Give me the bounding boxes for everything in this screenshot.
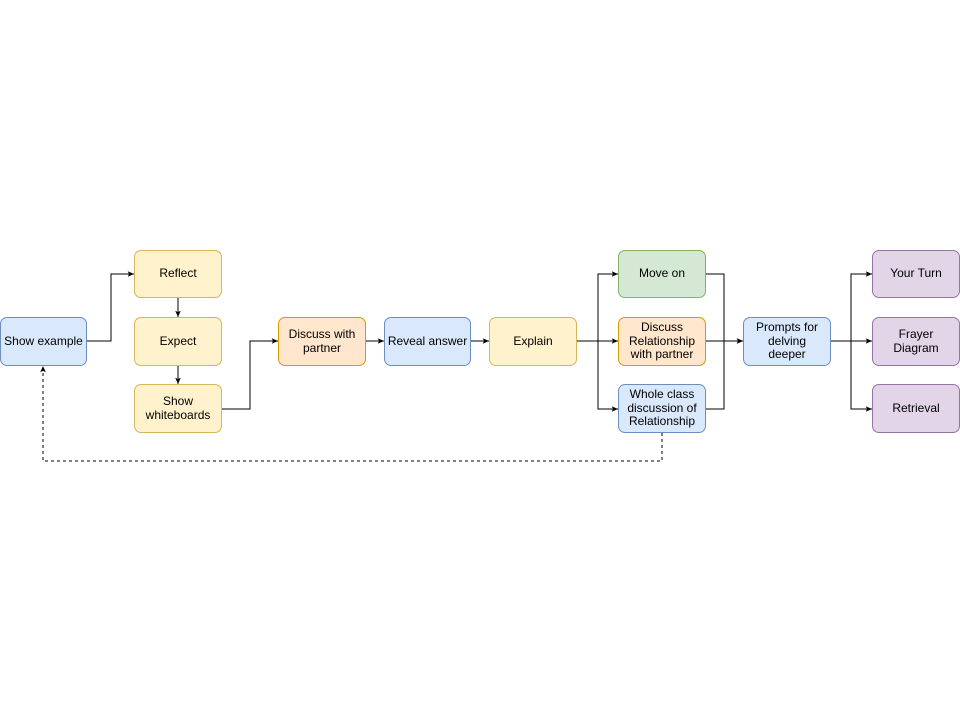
- node-reveal-answer-label: Reveal answer: [387, 333, 468, 348]
- edge-whole-class-show-example-dashed: [40, 366, 663, 462]
- edge-move-on-prompts: [706, 273, 743, 344]
- node-retrieval[interactable]: Retrieval: [872, 384, 960, 433]
- node-show-whiteboards-label: Show whiteboards: [145, 394, 211, 422]
- node-your-turn[interactable]: Your Turn: [872, 250, 960, 298]
- node-explain-label: Explain: [513, 333, 553, 348]
- node-reflect[interactable]: Reflect: [134, 250, 222, 298]
- node-explain[interactable]: Explain: [489, 317, 577, 366]
- edge-whiteboards-discuss: [222, 338, 278, 410]
- node-whole-class-discussion-label: Whole class discussion of Relationship: [627, 387, 697, 429]
- edge-explain-move-on: [577, 271, 618, 342]
- node-prompts-delving-deeper-label: Prompts for delving deeper: [755, 320, 818, 362]
- node-discuss-relationship-label: Discuss Relationship with partner: [628, 320, 696, 362]
- node-expect-label: Expect: [159, 333, 197, 348]
- node-reflect-label: Reflect: [159, 266, 197, 281]
- edge-explain-whole-class: [597, 341, 618, 412]
- node-your-turn-label: Your Turn: [890, 266, 942, 281]
- node-show-whiteboards[interactable]: Show whiteboards: [134, 384, 222, 433]
- edge-prompts-retrieval: [850, 341, 872, 412]
- node-frayer-diagram[interactable]: Frayer Diagram: [872, 317, 960, 366]
- node-frayer-diagram-label: Frayer Diagram: [893, 327, 939, 355]
- edge-whole-class-prompts: [706, 341, 725, 410]
- node-show-example-label: Show example: [4, 333, 83, 348]
- node-move-on[interactable]: Move on: [618, 250, 706, 298]
- node-prompts-delving-deeper[interactable]: Prompts for delving deeper: [743, 317, 831, 366]
- node-discuss-with-partner[interactable]: Discuss with partner: [278, 317, 366, 366]
- node-whole-class-discussion[interactable]: Whole class discussion of Relationship: [618, 384, 706, 433]
- node-retrieval-label: Retrieval: [892, 400, 940, 415]
- node-discuss-with-partner-label: Discuss with partner: [288, 327, 356, 355]
- edge-prompts-your-turn: [831, 271, 872, 342]
- node-reveal-answer[interactable]: Reveal answer: [384, 317, 471, 366]
- node-discuss-relationship[interactable]: Discuss Relationship with partner: [618, 317, 706, 366]
- node-expect[interactable]: Expect: [134, 317, 222, 366]
- edge-show-example-reflect: [87, 271, 134, 342]
- node-show-example[interactable]: Show example: [0, 317, 87, 366]
- node-move-on-label: Move on: [638, 266, 686, 281]
